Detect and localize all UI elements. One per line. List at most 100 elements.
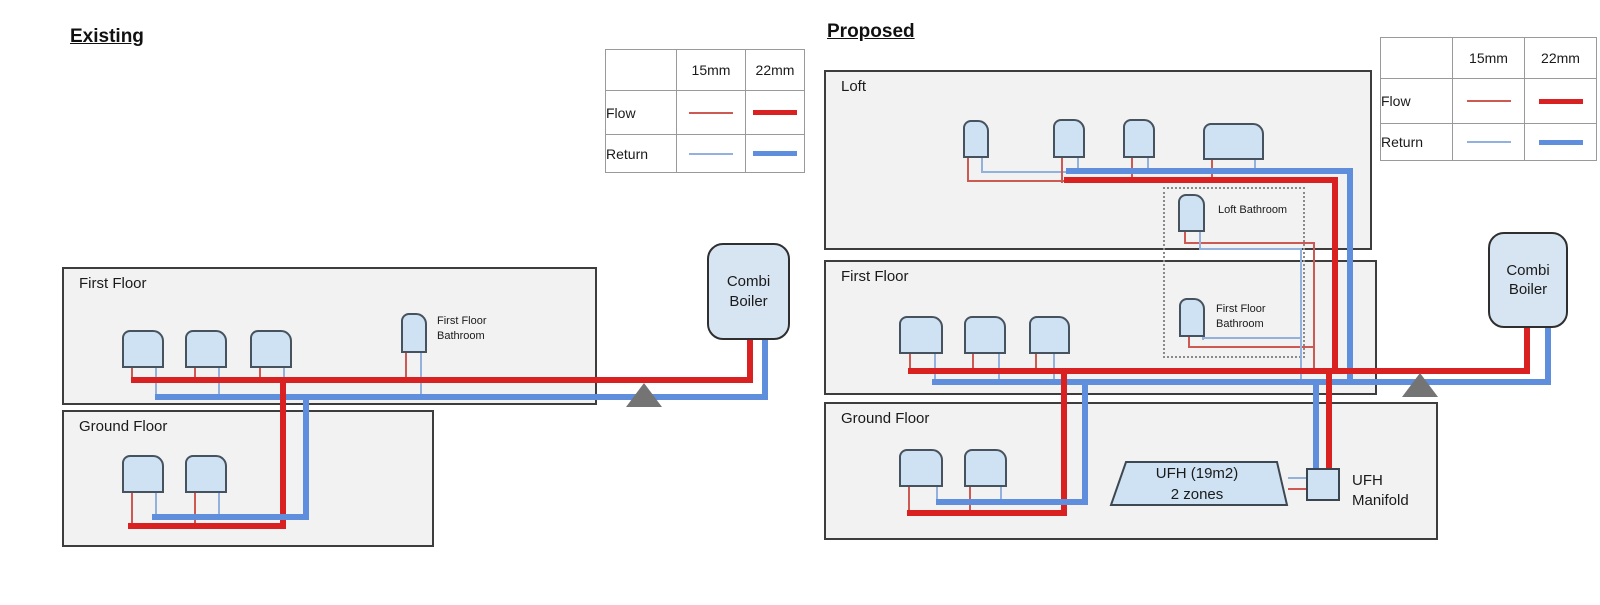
- proposed-loft-box: Loft: [824, 70, 1372, 250]
- flow-pipe-15mm: [1188, 337, 1190, 348]
- flow-pipe-15mm: [1184, 242, 1315, 244]
- return-main-22mm: [155, 394, 768, 400]
- flow-boiler-riser-22mm: [1524, 327, 1530, 374]
- bathroom-radiator: [1179, 298, 1205, 337]
- legend-col-15mm: 15mm: [676, 49, 746, 91]
- flow-main-22mm: [128, 523, 286, 529]
- return-pipe-15mm: [1199, 232, 1201, 250]
- return-pipe-15mm: [1288, 477, 1306, 479]
- legend-row-return: Return: [605, 134, 677, 173]
- return-pipe-15mm: [218, 493, 220, 515]
- return-drop-22mm: [1347, 168, 1353, 385]
- legend-row-return: Return: [1380, 123, 1453, 161]
- return-main-22mm: [932, 379, 1551, 385]
- flow-pipe-15mm: [1313, 242, 1315, 374]
- return-pipe-15mm: [981, 171, 1068, 173]
- return-main-22mm: [152, 514, 309, 520]
- first-floor-bathroom-label: First Floor Bathroom: [1216, 303, 1266, 330]
- return-22mm-sample: [1524, 123, 1597, 161]
- existing-first-floor-label: First Floor: [79, 275, 147, 292]
- flow-22mm-sample: [745, 90, 805, 135]
- flow-pipe-15mm: [967, 180, 1066, 182]
- radiator: [899, 316, 943, 354]
- return-pipe-15mm: [1300, 248, 1302, 385]
- flow-drop-22mm: [1061, 368, 1067, 516]
- proposed-title: Proposed: [827, 21, 915, 42]
- flow-pipe-15mm: [1189, 346, 1315, 348]
- flow-pipe-15mm: [1061, 158, 1063, 183]
- existing-combi-boiler: Combi Boiler: [707, 243, 790, 340]
- flow-drop-22mm: [1332, 177, 1338, 374]
- return-drop-22mm: [1082, 379, 1088, 505]
- radiator: [122, 455, 164, 493]
- radiator: [1029, 316, 1070, 354]
- flow-pipe-15mm: [194, 368, 196, 379]
- return-drop-22mm: [303, 397, 309, 520]
- return-pipe-15mm: [420, 353, 422, 395]
- flow-pipe-15mm: [972, 354, 974, 370]
- return-boiler-riser-22mm: [1545, 327, 1551, 385]
- radiator: [1123, 119, 1155, 158]
- return-pipe-15mm: [1053, 354, 1055, 381]
- flow-pipe-15mm: [131, 368, 133, 379]
- bathroom-radiator: [1178, 194, 1205, 232]
- legend-col-15mm: 15mm: [1452, 37, 1525, 79]
- legend-empty-cell: [605, 49, 677, 91]
- return-22mm-sample: [745, 134, 805, 173]
- ufh-zone-shape: [1109, 461, 1289, 506]
- flow-pipe-15mm: [194, 493, 196, 524]
- flow-pipe-15mm: [909, 354, 911, 370]
- flow-15mm-sample: [1452, 78, 1525, 124]
- existing-title: Existing: [70, 26, 144, 47]
- flow-pipe-15mm: [259, 368, 261, 379]
- radiator: [964, 316, 1006, 354]
- return-pipe-15mm: [1203, 337, 1302, 339]
- legend-empty-cell: [1380, 37, 1453, 79]
- radiator: [185, 330, 227, 368]
- legend-table-existing: 15mm 22mm Flow Return: [605, 49, 805, 173]
- flow-boiler-riser-22mm: [747, 340, 753, 383]
- flow-pipe-15mm: [908, 487, 910, 512]
- flow-manifold-drop-22mm: [1326, 368, 1332, 468]
- flow-22mm-sample: [1524, 78, 1597, 124]
- flow-pipe-15mm: [1035, 354, 1037, 370]
- legend-row-flow: Flow: [1380, 78, 1453, 124]
- return-boiler-riser-22mm: [762, 340, 768, 400]
- legend-col-22mm: 22mm: [745, 49, 805, 91]
- ufh-manifold: [1306, 468, 1340, 501]
- return-pipe-15mm: [936, 487, 938, 501]
- legend-row-flow: Flow: [605, 90, 677, 135]
- flow-pipe-15mm: [1184, 232, 1186, 244]
- existing-ground-floor-label: Ground Floor: [79, 418, 168, 435]
- flow-main-22mm: [908, 368, 1530, 374]
- legend-table-proposed: 15mm 22mm Flow Return: [1380, 37, 1597, 161]
- return-pipe-15mm: [1077, 158, 1079, 174]
- legend-col-22mm: 22mm: [1524, 37, 1597, 79]
- radiator: [1053, 119, 1085, 158]
- proposed-ground-floor-label: Ground Floor: [841, 410, 930, 427]
- bathroom-radiator: [401, 313, 427, 353]
- flow-main-22mm: [1064, 177, 1338, 183]
- bathroom-zone-dotted-box: [1163, 187, 1305, 358]
- return-pipe-15mm: [998, 354, 1000, 381]
- return-pipe-15mm: [1147, 158, 1149, 174]
- flow-pipe-15mm: [131, 493, 133, 524]
- flow-main-22mm: [131, 377, 753, 383]
- return-pipe-15mm: [1000, 487, 1002, 501]
- return-pipe-15mm: [155, 493, 157, 515]
- pump-triangle-icon: [626, 383, 662, 407]
- radiator: [899, 449, 943, 487]
- proposed-first-floor-label: First Floor: [841, 268, 909, 285]
- flow-drop-22mm: [280, 380, 286, 529]
- ufh-label: UFH (19m2) 2 zones: [1155, 465, 1239, 503]
- flow-pipe-15mm: [405, 353, 407, 379]
- pump-triangle-icon: [1402, 373, 1438, 397]
- radiator: [964, 449, 1007, 487]
- return-pipe-15mm: [1202, 337, 1204, 340]
- return-pipe-15mm: [1254, 160, 1256, 174]
- flow-15mm-sample: [676, 90, 746, 135]
- proposed-loft-label: Loft: [841, 78, 867, 95]
- radiator: [1203, 123, 1264, 160]
- return-main-22mm: [1066, 168, 1353, 174]
